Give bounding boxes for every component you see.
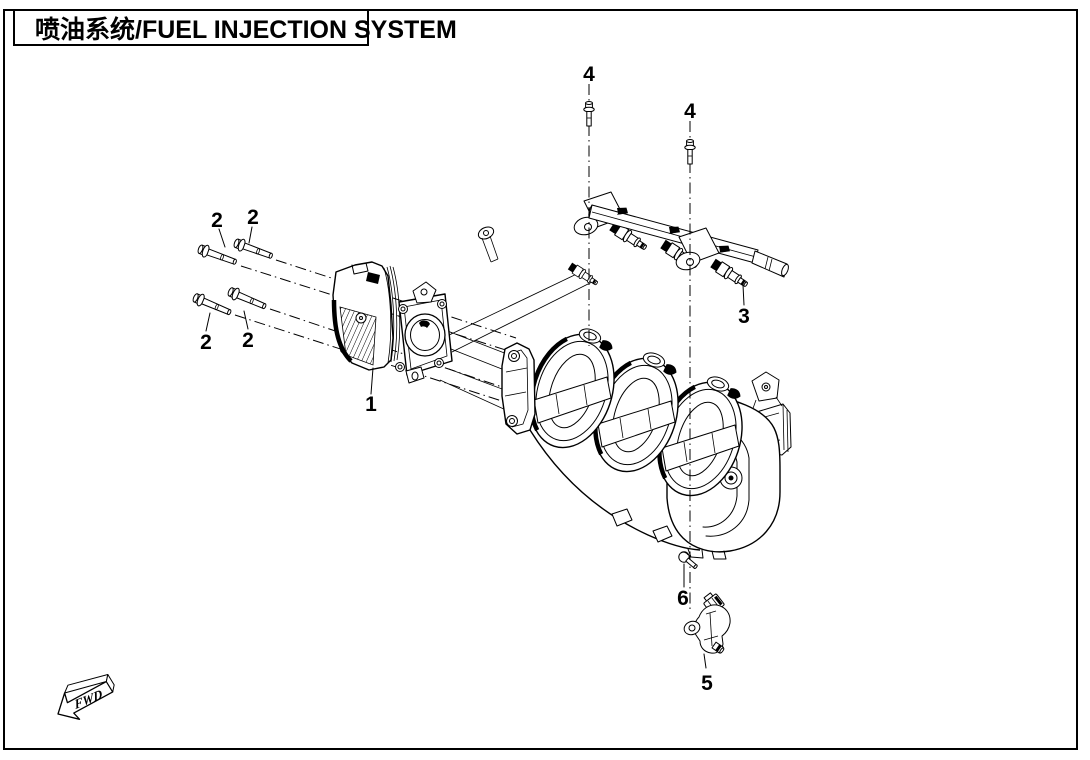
drawing-frame bbox=[3, 9, 1078, 750]
map-sensor-drawing bbox=[683, 592, 731, 654]
injector-seal-drawing bbox=[566, 261, 601, 289]
sensor-bolt-drawing bbox=[678, 551, 698, 569]
rail-bolt-centerlines bbox=[588, 84, 691, 609]
intake-manifold-drawing bbox=[501, 323, 792, 560]
callout-4: 4 bbox=[684, 100, 696, 123]
page-title: 喷油系统/FUEL INJECTION SYSTEM bbox=[35, 15, 457, 44]
throttle-body-drawing bbox=[331, 261, 453, 384]
callout-4: 4 bbox=[583, 63, 595, 86]
callout-6: 6 bbox=[677, 587, 689, 610]
callout-2: 2 bbox=[242, 329, 254, 352]
callout-2: 2 bbox=[211, 209, 223, 232]
callout-1: 1 bbox=[365, 393, 377, 416]
title-box: 喷油系统/FUEL INJECTION SYSTEM bbox=[13, 9, 457, 46]
callout-3: 3 bbox=[738, 305, 750, 328]
rail-bolts-drawing bbox=[583, 101, 696, 165]
callout-2: 2 bbox=[247, 206, 259, 229]
callouts: 1 2 2 2 2 3 4 4 5 6 bbox=[200, 63, 750, 695]
fwd-arrow-icon: FWD bbox=[57, 673, 115, 720]
throttle-bolts-drawing bbox=[190, 236, 275, 319]
small-bracket-drawing bbox=[477, 226, 499, 263]
callout-5: 5 bbox=[701, 672, 713, 695]
callout-2: 2 bbox=[200, 331, 212, 354]
fuel-rail-drawing bbox=[573, 191, 789, 291]
